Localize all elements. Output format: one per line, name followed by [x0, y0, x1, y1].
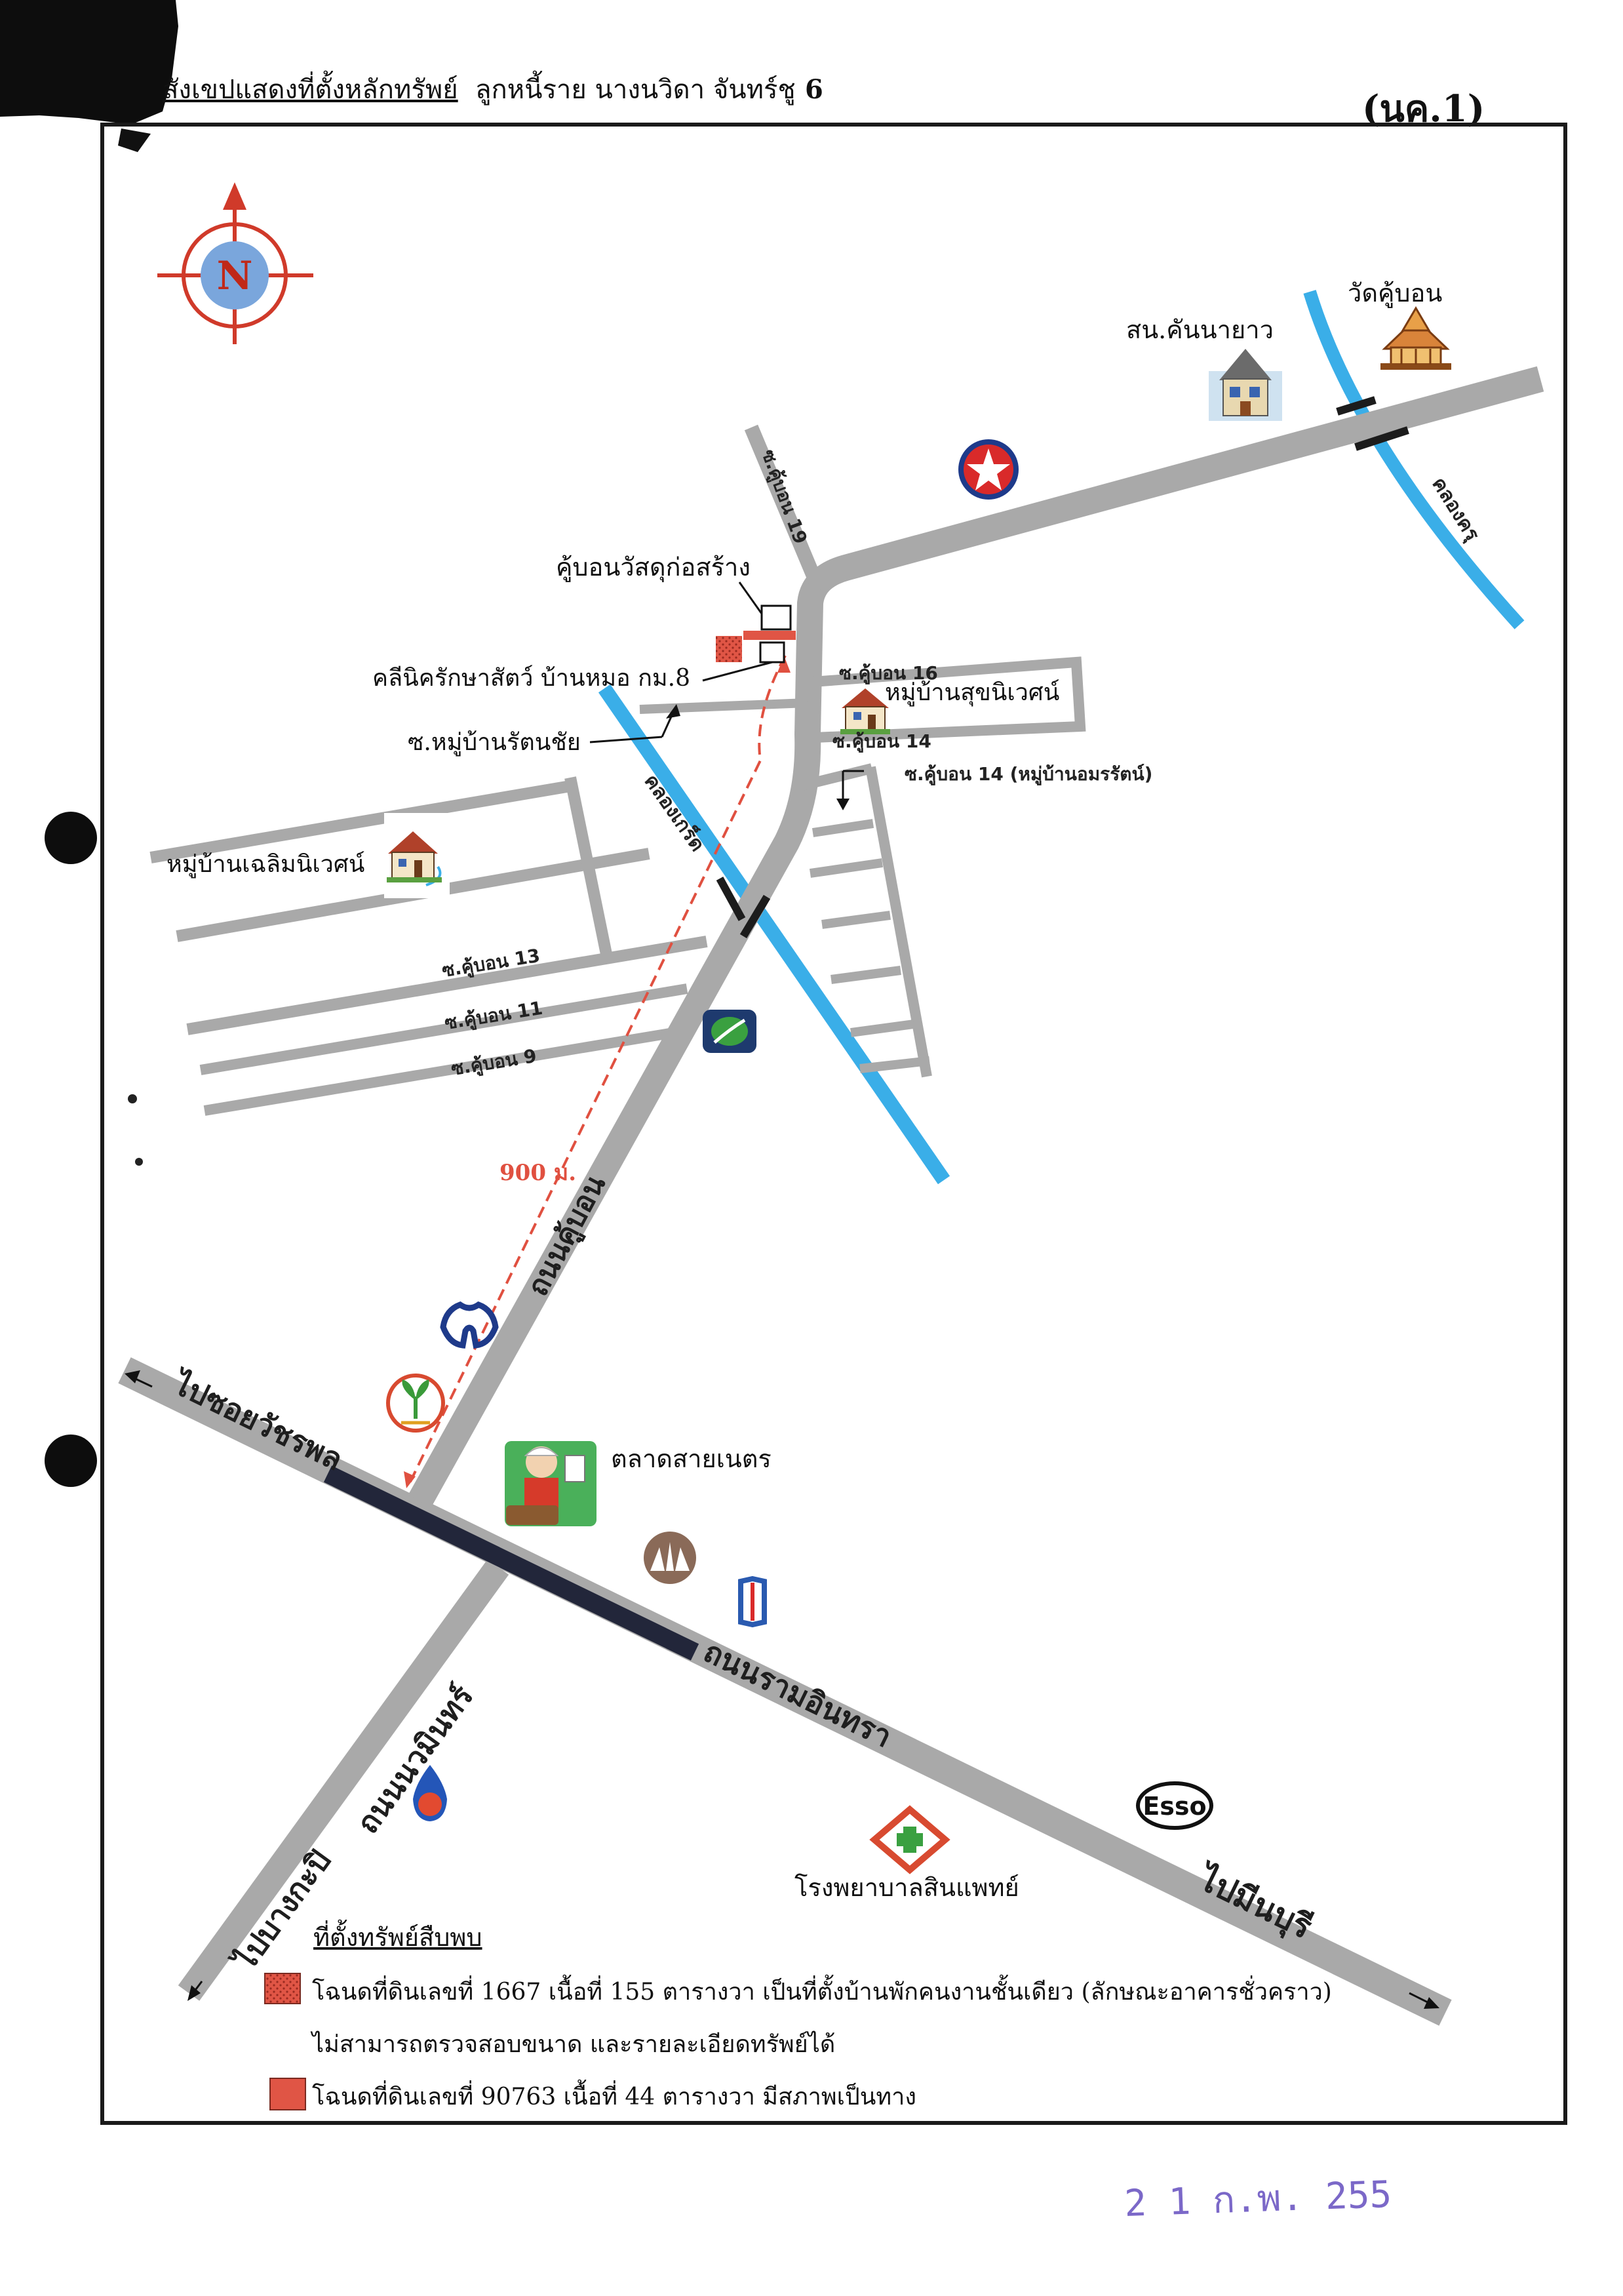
soi-rattanachai-label: ซ.หมู่บ้านรัตนชัย — [408, 729, 581, 757]
gas-station-leaf-icon — [703, 1010, 756, 1053]
soi14-label: ซ.คู้บอน 14 — [832, 730, 931, 753]
bank-hexagon-logo-icon — [738, 1575, 767, 1628]
header: สังเขปแสดงที่ตั้งหลักทรัพย์ ลูกหนี้ราย น… — [163, 70, 1485, 130]
soi-rattanachai-road — [639, 698, 808, 714]
soi9-road — [203, 1028, 671, 1116]
khubon-road — [408, 366, 1544, 1508]
canal-central — [598, 684, 950, 1185]
soi19-road — [744, 424, 827, 593]
soi19-label: ซ.คู้บอน 19 — [756, 446, 812, 547]
village-chalerm-label: หมู่บ้านเฉลิมนิเวศน์ — [166, 851, 364, 879]
canal-east — [1303, 290, 1525, 629]
khubon-road-label: ถนนคู้บอน — [521, 1170, 613, 1302]
police-station-icon — [1209, 349, 1282, 421]
shop-box — [760, 604, 792, 631]
route-line — [408, 655, 787, 1484]
canal-east-label: คลองครุ — [1426, 473, 1483, 545]
north-compass-icon: N — [157, 182, 313, 344]
roads — [118, 366, 1544, 2026]
parcel-1667 — [716, 636, 742, 662]
place-labels: วัดคู้บอน สน.คันนายาว คู้บอนวัสดุก่อสร้า… — [166, 279, 1442, 1902]
hospital-icon — [869, 1805, 950, 1874]
legend-item-1b: ไม่สามารถตรวจสอบขนาด และรายละเอียดทรัพย์… — [310, 2030, 835, 2058]
soi16-road — [812, 656, 1086, 743]
route-arrow-bottom — [404, 1471, 416, 1488]
route-arrow-top — [777, 656, 791, 673]
bank-logo-icon — [440, 1301, 499, 1349]
hospital-label: โรงพยาบาลสินแพทย์ — [794, 1873, 1019, 1902]
caltex-logo-icon — [958, 439, 1019, 500]
clinic-label: คลีนิครักษาสัตว์ บ้านหมอ กม.8 — [372, 665, 690, 692]
soi11-road — [199, 983, 688, 1075]
village-house-icon — [840, 688, 890, 734]
esso-logo-icon: Esso — [1136, 1781, 1213, 1830]
canals — [598, 290, 1525, 1185]
market-label: ตลาดสายเนตร — [611, 1444, 772, 1473]
market-icon — [505, 1441, 596, 1526]
esso-text: Esso — [1143, 1792, 1206, 1821]
village-sukniwet-label: หมู่บ้านสุขนิเวศน์ — [885, 679, 1059, 707]
village-house-icon — [384, 813, 450, 898]
soi14b-label: ซ.คู้บอน 14 (หมู่บ้านอมรรัตน์) — [905, 763, 1152, 785]
soi9-label: ซ.คู้บอน 9 — [450, 1045, 538, 1080]
station-label: สน.คันนายาว — [1126, 315, 1274, 344]
soi16-label: ซ.คู้บอน 16 — [839, 662, 938, 684]
ramindra-highlight — [323, 1465, 699, 1661]
bridges — [716, 396, 1409, 939]
header-number: 6 — [805, 74, 823, 105]
parcel-90763 — [743, 631, 796, 640]
mall-logo-icon — [644, 1532, 696, 1584]
legend-swatch-solid — [269, 2078, 306, 2110]
legend-title: ที่ตั้งทรัพย์สืบพบ — [313, 1919, 482, 1952]
header-title: สังเขปแสดงที่ตั้งหลักทรัพย์ — [163, 70, 458, 105]
header-debtor: ลูกหนี้ราย นางนวิดา จันทร์ชู — [475, 70, 796, 105]
clinic-box — [759, 641, 785, 663]
parcels — [716, 604, 796, 663]
scan-marks — [0, 0, 178, 1487]
legend-item-2: โฉนดที่ดินเลขที่ 90763 เนื้อที่ 44 ตาราง… — [312, 2079, 916, 2110]
soi11-label: ซ.คู้บอน 11 — [443, 997, 544, 1035]
shop-label: คู้บอนวัสดุก่อสร้าง — [556, 553, 751, 582]
pointer-heads — [125, 704, 1439, 2009]
temple-label: วัดคู้บอน — [1348, 279, 1442, 308]
compass-letter: N — [217, 253, 253, 299]
legend-swatch-dotted — [264, 1973, 301, 2004]
date-stamp: 2 1 ก.พ. 255 — [1124, 2173, 1392, 2225]
ramindra-road-label: ถนนรามอินทรา — [698, 1633, 897, 1754]
to-watcharaphon-label: ไปซอยวัชรพล — [166, 1364, 349, 1477]
ptt-logo-icon — [413, 1765, 447, 1821]
nawamin-road — [178, 1559, 509, 2001]
soi13-road — [186, 936, 708, 1035]
map-frame — [100, 123, 1567, 2125]
legend: ที่ตั้งทรัพย์สืบพบ โฉนดที่ดินเลขที่ 1667… — [264, 1919, 1332, 2110]
bank-leaf-logo-icon — [386, 1374, 445, 1433]
legend-item-1: โฉนดที่ดินเลขที่ 1667 เนื้อที่ 155 ตาราง… — [312, 1974, 1332, 2006]
distance-label: 900 ม. — [499, 1160, 576, 1186]
temple-icon — [1380, 306, 1451, 370]
